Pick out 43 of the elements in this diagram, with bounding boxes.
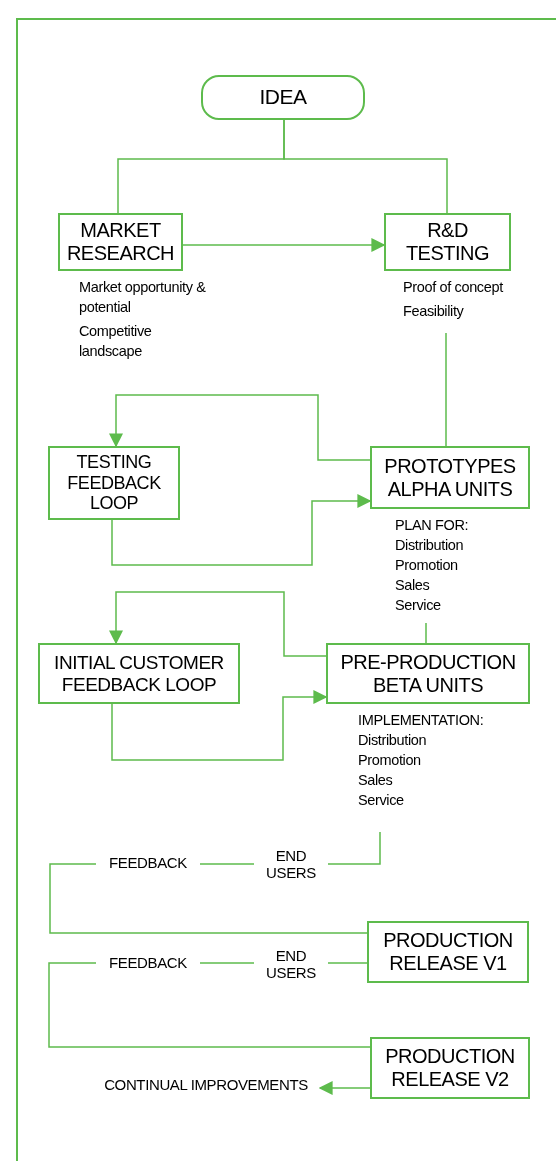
connector-line (199, 863, 255, 865)
note-text: Proof of concept (403, 278, 504, 297)
arrow (111, 494, 372, 566)
arrow (109, 591, 327, 657)
flow-label: END USERS (265, 846, 317, 882)
note-text: Sales (395, 576, 431, 595)
box-title: INITIAL CUSTOMER FEEDBACK LOOP (53, 651, 225, 696)
box-title: MARKET RESEARCH (65, 219, 176, 265)
connector-line (283, 119, 448, 214)
flow-label: FEEDBACK (109, 854, 187, 872)
box-title: PROTOTYPES ALPHA UNITS (383, 454, 517, 501)
flow-label: END USERS (265, 946, 317, 982)
arrow (182, 238, 386, 252)
note-text: Service (358, 791, 405, 810)
connector-line (49, 863, 368, 934)
arrow (109, 394, 371, 461)
note-text: Promotion (395, 556, 459, 575)
box-title: IDEA (259, 85, 307, 110)
arrow (111, 690, 328, 761)
box-title: PRODUCTION RELEASE V2 (384, 1045, 516, 1091)
note-text: PLAN FOR: (395, 516, 470, 535)
note-text: Feasibility (403, 302, 465, 321)
flow-label: CONTINUAL IMPROVEMENTS (104, 1076, 308, 1094)
box-title: TESTING FEEDBACK LOOP (66, 451, 162, 515)
box-title: PRE-PRODUCTION BETA UNITS (339, 650, 517, 697)
connector-line (48, 962, 371, 1048)
box-title: R&D TESTING (404, 219, 491, 265)
note-text: Service (395, 596, 442, 615)
note-text: Market opportunity & potential (79, 278, 207, 317)
connector-line (425, 622, 427, 644)
note-text: IMPLEMENTATION: (358, 711, 485, 730)
box-title: PRODUCTION RELEASE V1 (382, 929, 514, 975)
arrow (318, 1081, 371, 1095)
note-text: Distribution (395, 536, 465, 555)
connector-line (445, 332, 447, 447)
note-text: Promotion (358, 751, 422, 770)
connector-line (199, 962, 255, 964)
flow-label: FEEDBACK (109, 954, 187, 972)
connector-line (327, 962, 368, 964)
note-text: Sales (358, 771, 394, 790)
connector-line (327, 831, 381, 865)
note-text: Distribution (358, 731, 428, 750)
note-text: Competitive landscape (79, 322, 153, 361)
